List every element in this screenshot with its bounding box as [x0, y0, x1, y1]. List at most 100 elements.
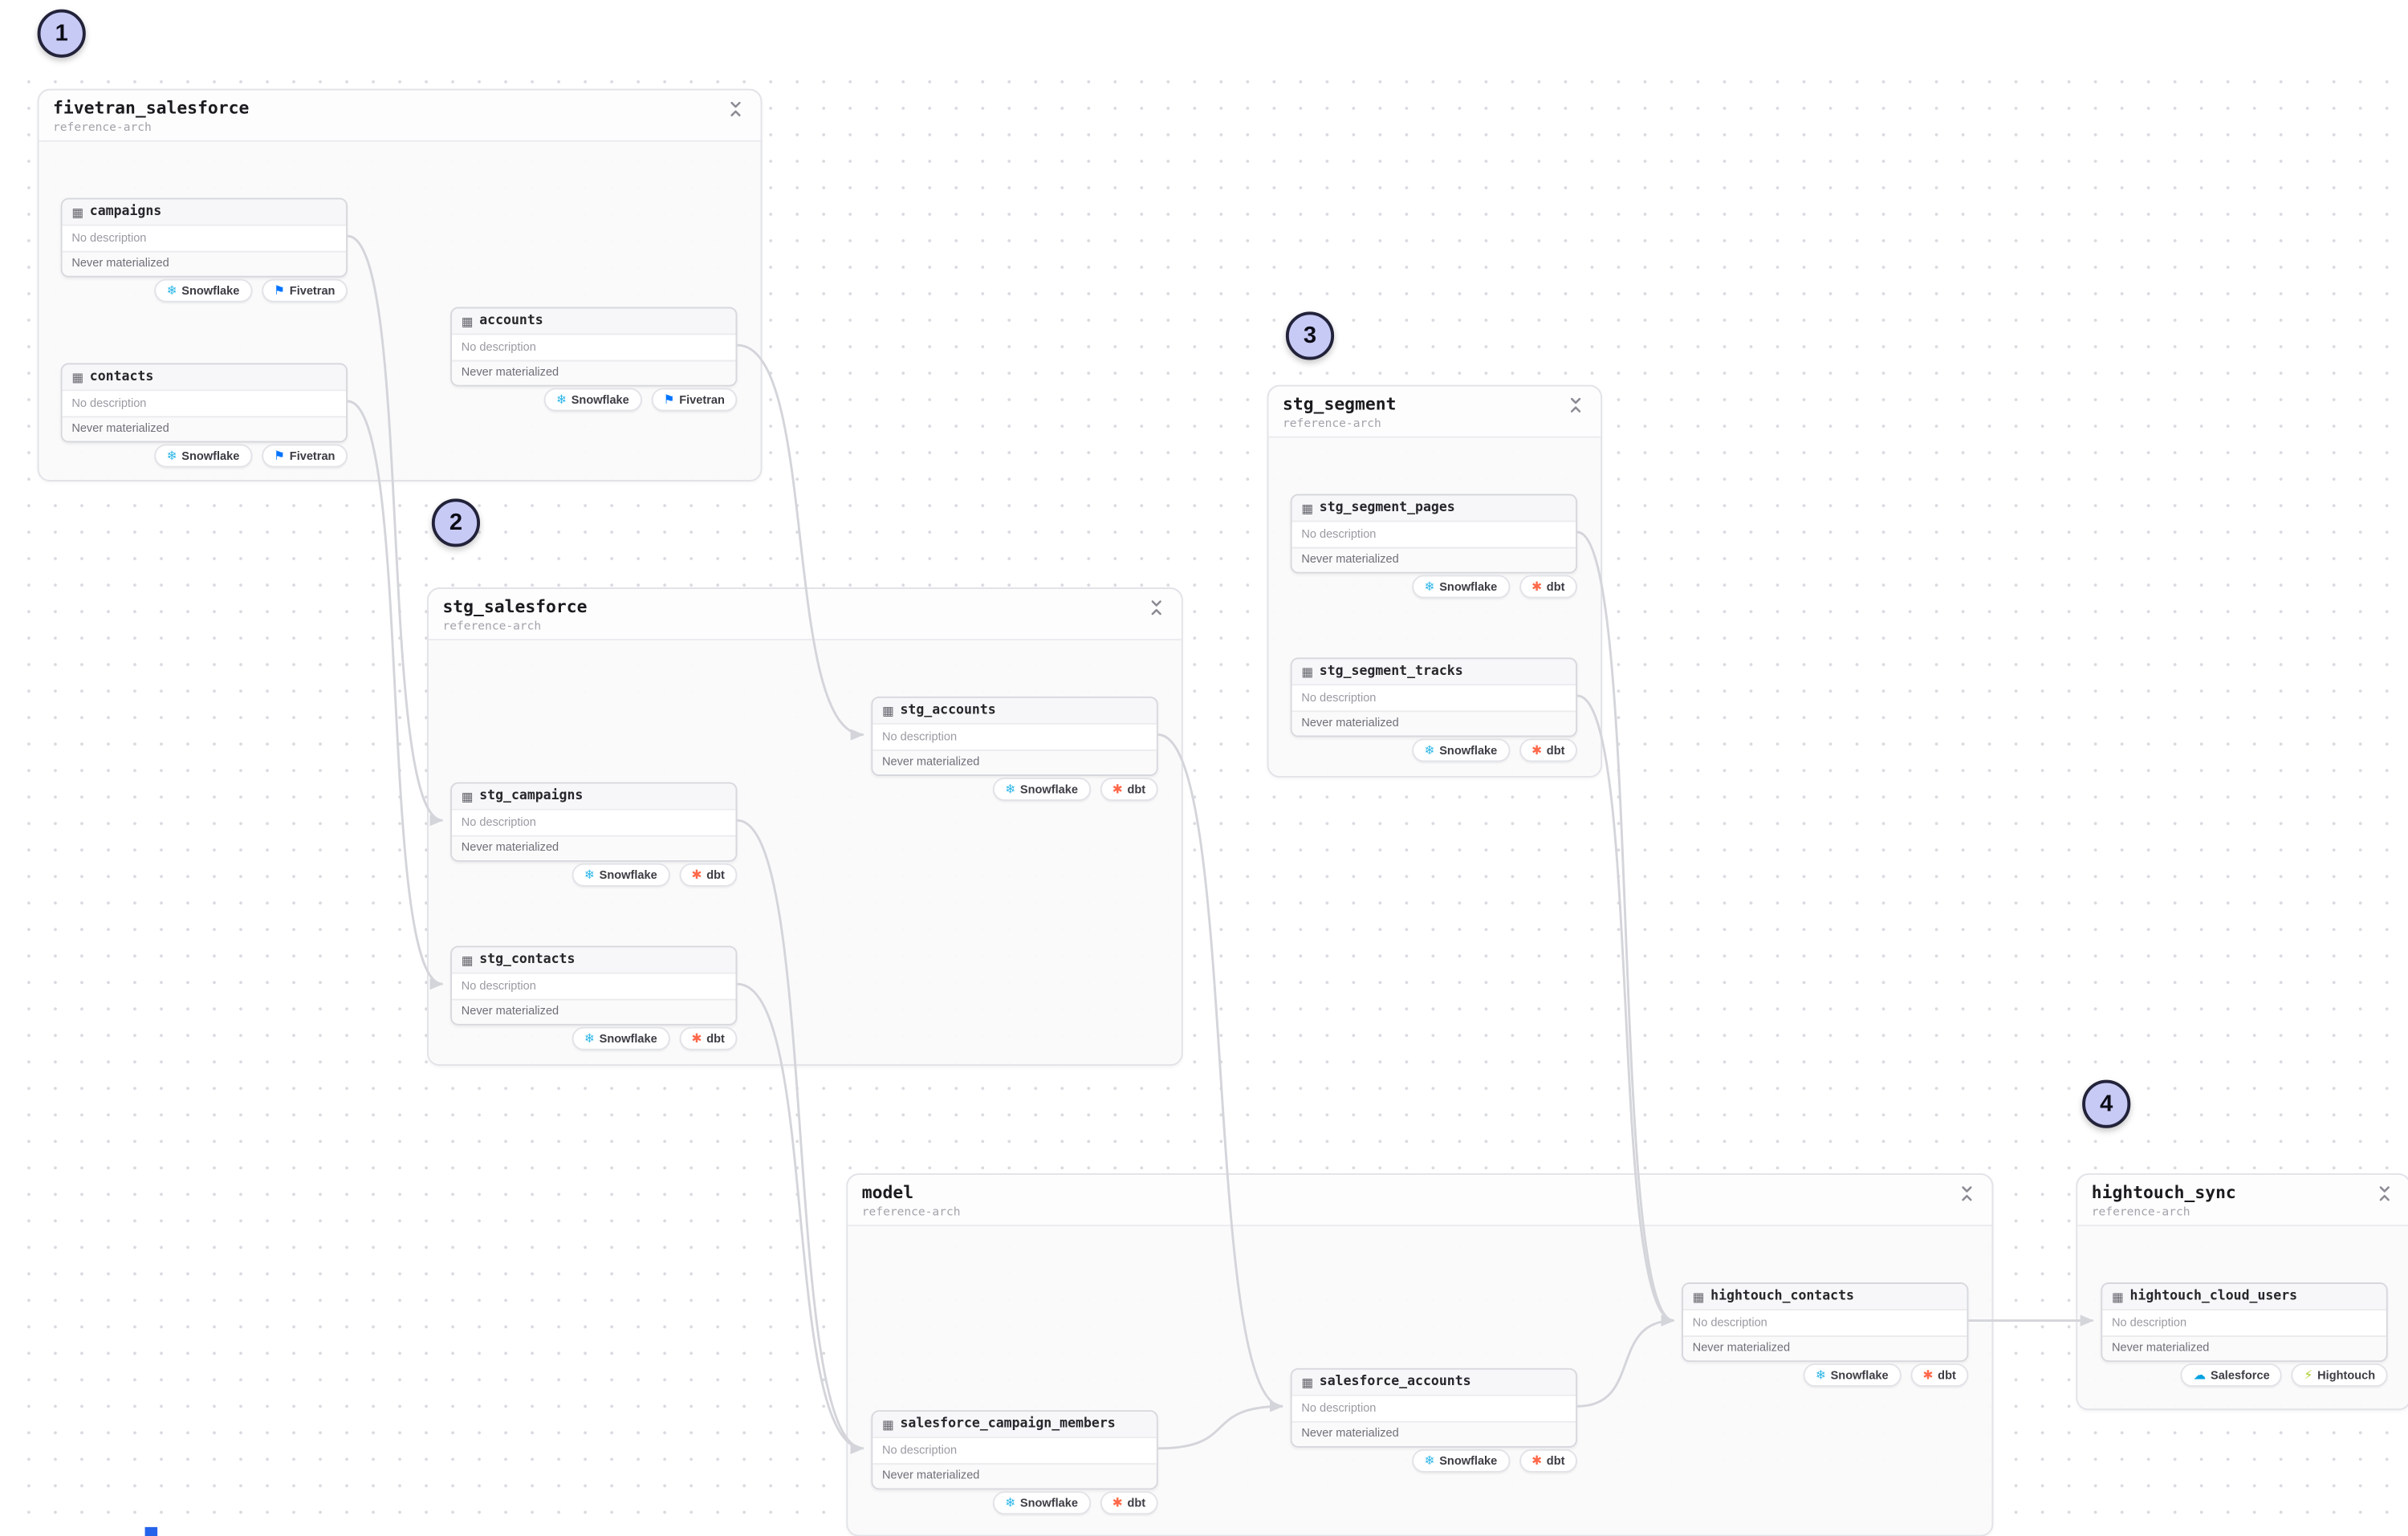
- node-title: salesforce_accounts: [1319, 1374, 1471, 1390]
- group-model[interactable]: model reference-arch ▦ hightouch_contact…: [846, 1173, 1994, 1536]
- node-accounts[interactable]: ▦ accounts No description Never material…: [450, 307, 738, 387]
- marker-number: 1: [55, 20, 68, 47]
- node-description: No description: [62, 226, 347, 252]
- badge-label: dbt: [706, 868, 725, 883]
- node-stg-contacts[interactable]: ▦ stg_contacts No description Never mate…: [450, 945, 738, 1026]
- node-badges: ❄ Snowflake ✱ dbt: [871, 1491, 1158, 1515]
- badge-label: Fivetran: [679, 392, 725, 407]
- marker-number: 3: [1303, 322, 1317, 349]
- group-subtitle: reference-arch: [53, 120, 152, 134]
- collapse-group-icon[interactable]: [1564, 394, 1586, 416]
- node-status: Never materialized: [1291, 547, 1576, 572]
- snowflake-icon: ❄: [584, 1030, 595, 1045]
- fivetran-icon: ⚑: [274, 282, 285, 297]
- group-stg-segment[interactable]: stg_segment reference-arch ▦ stg_segment…: [1267, 384, 1603, 778]
- badge-dbt: ✱ dbt: [1519, 575, 1578, 599]
- node-campaigns[interactable]: ▦ campaigns No description Never materia…: [60, 197, 348, 278]
- group-stg-salesforce[interactable]: stg_salesforce reference-arch ▦ stg_acco…: [427, 587, 1183, 1067]
- node-status: Never materialized: [452, 835, 736, 860]
- badge-label: dbt: [1546, 579, 1565, 594]
- badge-snowflake: ❄ Snowflake: [153, 278, 252, 303]
- table-icon: ▦: [1301, 664, 1314, 679]
- collapse-group-icon[interactable]: [1145, 597, 1167, 619]
- badge-hightouch: ⚡ Hightouch: [2291, 1363, 2388, 1388]
- node-badges: ❄ Snowflake ✱ dbt: [1291, 1449, 1578, 1473]
- collapse-group-icon[interactable]: [2373, 1183, 2395, 1205]
- node-stg-segment-tracks[interactable]: ▦ stg_segment_tracks No description Neve…: [1290, 657, 1578, 738]
- node-stg-campaigns[interactable]: ▦ stg_campaigns No description Never mat…: [450, 782, 738, 862]
- snowflake-icon: ❄: [1815, 1367, 1826, 1382]
- badge-label: Snowflake: [1019, 1496, 1078, 1510]
- dbt-icon: ✱: [691, 1030, 702, 1045]
- node-description: No description: [1291, 1396, 1576, 1422]
- table-icon: ▦: [461, 314, 474, 328]
- node-salesforce-accounts[interactable]: ▦ salesforce_accounts No description Nev…: [1290, 1367, 1578, 1448]
- dbt-icon: ✱: [691, 867, 702, 882]
- badge-snowflake: ❄ Snowflake: [1411, 738, 1510, 762]
- node-title-row: ▦ hightouch_cloud_users: [2102, 1283, 2386, 1310]
- group-subtitle: reference-arch: [442, 618, 542, 633]
- group-hightouch-sync[interactable]: hightouch_sync reference-arch ▦ hightouc…: [2076, 1173, 2408, 1411]
- node-title-row: ▦ accounts: [452, 308, 736, 335]
- node-title: stg_contacts: [479, 952, 576, 968]
- group-fivetran-salesforce[interactable]: fivetran_salesforce reference-arch ▦ cam…: [37, 88, 763, 482]
- badge-salesforce: ☁ Salesforce: [2181, 1363, 2283, 1388]
- badge-snowflake: ❄ Snowflake: [543, 388, 642, 412]
- node-status: Never materialized: [872, 750, 1157, 775]
- table-icon: ▦: [1301, 1375, 1314, 1390]
- badge-fivetran: ⚑ Fivetran: [261, 444, 348, 468]
- snowflake-icon: ❄: [1005, 1495, 1016, 1510]
- badge-label: dbt: [1127, 782, 1146, 797]
- node-badges: ❄ Snowflake ✱ dbt: [1291, 575, 1578, 599]
- badge-dbt: ✱ dbt: [1100, 777, 1158, 802]
- node-title: contacts: [89, 369, 154, 385]
- node-title-row: ▦ stg_contacts: [452, 947, 736, 974]
- node-hightouch-contacts[interactable]: ▦ hightouch_contacts No description Neve…: [1682, 1282, 1969, 1363]
- badge-dbt: ✱ dbt: [1910, 1363, 1969, 1388]
- node-stg-segment-pages[interactable]: ▦ stg_segment_pages No description Never…: [1290, 494, 1578, 574]
- fivetran-icon: ⚑: [274, 448, 285, 462]
- table-icon: ▦: [2112, 1289, 2124, 1304]
- node-title: stg_campaigns: [479, 788, 584, 804]
- collapse-group-icon[interactable]: [725, 98, 746, 120]
- badge-snowflake: ❄ Snowflake: [1411, 1449, 1510, 1473]
- node-contacts[interactable]: ▦ contacts No description Never material…: [60, 363, 348, 443]
- dbt-icon: ✱: [1531, 1453, 1542, 1468]
- node-badges: ❄ Snowflake ✱ dbt: [1682, 1363, 1969, 1388]
- node-title: campaigns: [89, 204, 162, 220]
- node-description: No description: [452, 973, 736, 1000]
- node-hightouch-cloud-users[interactable]: ▦ hightouch_cloud_users No description N…: [2101, 1282, 2388, 1363]
- badge-snowflake: ❄ Snowflake: [153, 444, 252, 468]
- node-status: Never materialized: [1291, 1421, 1576, 1446]
- annotation-marker-2: 2: [431, 498, 481, 547]
- node-status: Never materialized: [62, 417, 347, 441]
- group-header: model reference-arch: [848, 1175, 1992, 1227]
- marker-number: 4: [2100, 1091, 2113, 1118]
- badge-label: Snowflake: [1019, 782, 1078, 797]
- node-salesforce-campaign-members[interactable]: ▦ salesforce_campaign_members No descrip…: [871, 1410, 1158, 1490]
- dbt-icon: ✱: [1531, 579, 1542, 593]
- collapse-group-icon[interactable]: [1956, 1183, 1978, 1205]
- group-header: fivetran_salesforce reference-arch: [39, 90, 761, 142]
- node-title-row: ▦ salesforce_accounts: [1291, 1369, 1576, 1396]
- node-description: No description: [872, 1438, 1157, 1465]
- badge-label: Snowflake: [1439, 1453, 1498, 1469]
- node-title-row: ▦ stg_campaigns: [452, 783, 736, 811]
- badge-dbt: ✱ dbt: [1519, 1449, 1578, 1473]
- group-header-text: fivetran_salesforce reference-arch: [53, 98, 249, 134]
- group-header-text: model reference-arch: [862, 1183, 961, 1219]
- node-stg-accounts[interactable]: ▦ stg_accounts No description Never mate…: [871, 696, 1158, 776]
- group-header-text: stg_segment reference-arch: [1283, 394, 1396, 430]
- badge-label: Snowflake: [599, 1031, 657, 1046]
- badge-snowflake: ❄ Snowflake: [571, 1026, 670, 1050]
- badge-fivetran: ⚑ Fivetran: [650, 388, 738, 412]
- badge-label: Snowflake: [1830, 1367, 1889, 1383]
- badge-snowflake: ❄ Snowflake: [1803, 1363, 1902, 1388]
- badge-snowflake: ❄ Snowflake: [1411, 575, 1510, 599]
- badge-dbt: ✱ dbt: [678, 863, 738, 887]
- badge-label: Snowflake: [181, 449, 240, 463]
- table-icon: ▦: [1692, 1289, 1705, 1304]
- badge-dbt: ✱ dbt: [1519, 738, 1578, 762]
- node-badges: ❄ Snowflake ⚑ Fivetran: [450, 388, 738, 412]
